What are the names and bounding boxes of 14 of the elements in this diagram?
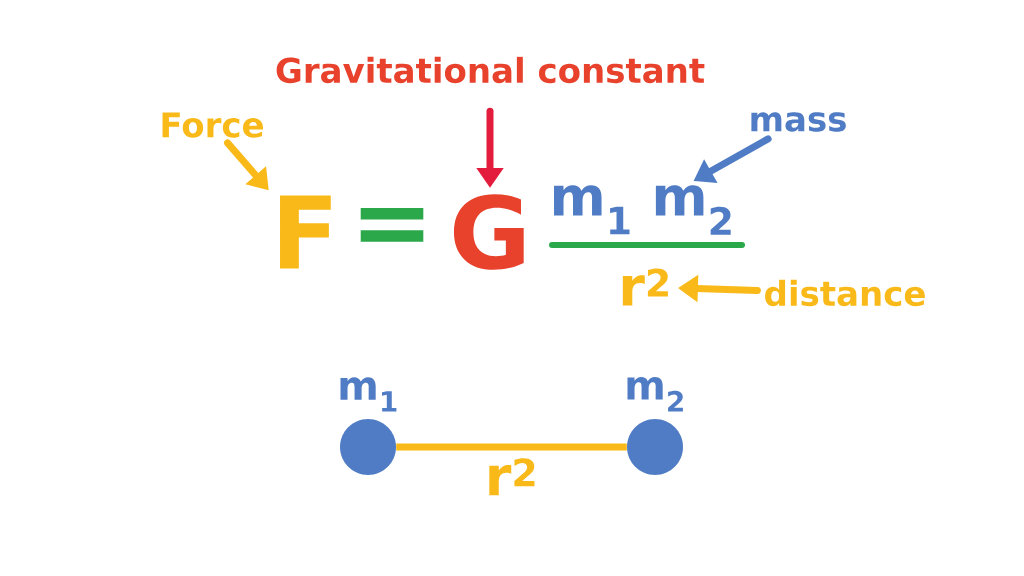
annotation-text: Gravitational constant: [276, 56, 705, 84]
mass-label: m$_{1}$: [340, 377, 397, 412]
mass-circle: [627, 419, 683, 475]
formula-symbol: F: [280, 195, 331, 269]
annotation-text: mass: [751, 112, 846, 132]
equals-sign: =: [360, 207, 424, 242]
mass-circle: [340, 419, 396, 475]
annotation-text: Force: [162, 112, 263, 138]
formula-denominator: r$^{2}$: [622, 268, 668, 306]
edge-label: r$^{2}$: [489, 458, 535, 496]
formula-numerator: m$_{1}$ m$_{2}$: [554, 185, 731, 235]
mass-label: m$_{2}$: [627, 377, 683, 412]
formula-symbol: G: [453, 194, 524, 270]
annotation-text: distance: [765, 279, 925, 307]
